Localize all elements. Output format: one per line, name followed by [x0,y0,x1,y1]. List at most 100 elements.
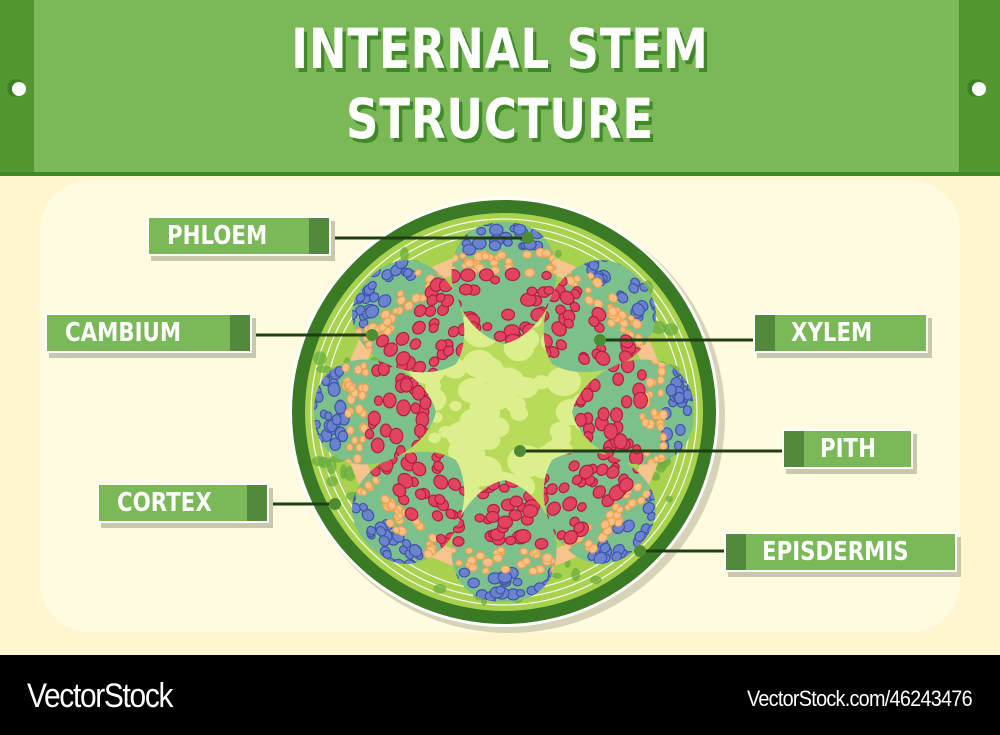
xylem-cell [581,387,594,403]
cambium-cell [346,425,355,435]
cambium-cell [464,259,475,268]
cortex-cell [554,249,562,258]
xylem-cell [534,537,549,550]
vascular-bundle [572,359,694,465]
label-pith: PITH [782,429,913,469]
cambium-cell [382,317,393,327]
xylem-cell [414,488,427,500]
cambium-cell [355,443,364,452]
xylem-cell [377,361,390,377]
pith-cell [457,377,488,404]
cambium-cell [565,275,576,286]
label-phloem-text: PHLOEM [167,221,268,251]
title-banner: INTERNAL STEM STRUCTURE [0,0,1000,176]
footer-brand: VectorStock [27,677,173,715]
xylem-cell [578,464,594,480]
cambium-cell [584,286,592,294]
cambium-cell [380,494,391,505]
phloem-cell [673,440,683,451]
phloem-cell [503,238,513,247]
cambium-cell [451,547,457,554]
phloem-cell [628,282,639,294]
xylem-cell [395,331,410,346]
xylem-cell [563,318,574,329]
cambium-cell [496,546,505,554]
cortex-cell [326,476,338,487]
cortex-cell [590,575,602,585]
label-band [247,485,267,521]
cambium-cell [459,252,467,260]
stem-circle [289,197,725,633]
cambium-cell [545,264,555,272]
phloem-cell [675,423,686,437]
cambium-cell [482,557,494,568]
cambium-cell [650,408,658,417]
cambium-cell [361,368,370,377]
cambium-cell [584,295,594,306]
xylem-cell [618,477,634,493]
xylem-cell [458,283,473,296]
cambium-cell [344,408,353,418]
phloem-cell [616,292,629,304]
cambium-cell [522,250,533,259]
cambium-cell [504,257,513,265]
phloem-cell [324,411,333,421]
label-epidermis-text: EPISDERMIS [762,537,909,567]
xylem-cell [489,275,501,285]
xylem-cell [546,501,562,516]
xylem-cell [609,407,624,423]
xylem-cell [497,515,514,530]
cambium-cell [658,409,668,421]
xylem-cell [382,392,397,409]
cambium-cell [396,512,404,520]
phloem-cell [665,383,677,397]
xylem-cell [428,356,440,367]
cambium-cell [587,272,595,280]
cortex-cell [665,495,673,503]
xylem-cell [589,378,601,393]
cambium-cell [403,300,414,311]
cambium-cell [615,505,624,514]
xylem-cell [435,292,446,303]
cambium-cell [551,257,557,268]
cambium-cell [414,268,422,277]
cambium-cell [639,413,646,421]
cortex-cell [571,567,581,582]
phloem-cell [588,260,600,271]
xylem-cell [434,493,446,505]
cambium-cell [592,277,603,289]
phloem-cell [476,226,487,236]
xylem-cell [370,437,385,454]
leader-dot-xylem [594,334,606,346]
pith-cell [462,349,496,378]
cambium-cell [392,526,401,534]
xylem-cell [435,533,447,545]
xylem-cell [546,483,558,496]
xylem-cell [632,444,642,455]
xylem-cell [568,460,580,472]
xylem-cell [410,402,421,415]
label-epidermis: EPISDERMIS [724,532,957,572]
cambium-cell [573,275,582,283]
cambium-cell [657,422,665,432]
phloem-cell [673,391,685,405]
phloem-cell [488,240,502,251]
xylem-cell [460,268,476,282]
xylem-cell [514,529,532,544]
pith-cell [449,400,462,412]
cambium-cell [365,340,373,349]
phloem-cell [375,526,387,537]
cortex-cell [552,572,562,579]
cambium-cell [354,404,364,415]
phloem-cell [462,243,477,256]
vascular-bundle [314,359,436,465]
cambium-cell [521,557,531,566]
pith-cell [551,429,572,446]
xylem-cell [367,410,381,427]
cambium-cell [392,307,400,315]
phloem-cell [408,544,423,558]
cambium-cell [528,566,539,576]
phloem-cell [593,551,608,566]
cambium-cell [396,290,405,298]
